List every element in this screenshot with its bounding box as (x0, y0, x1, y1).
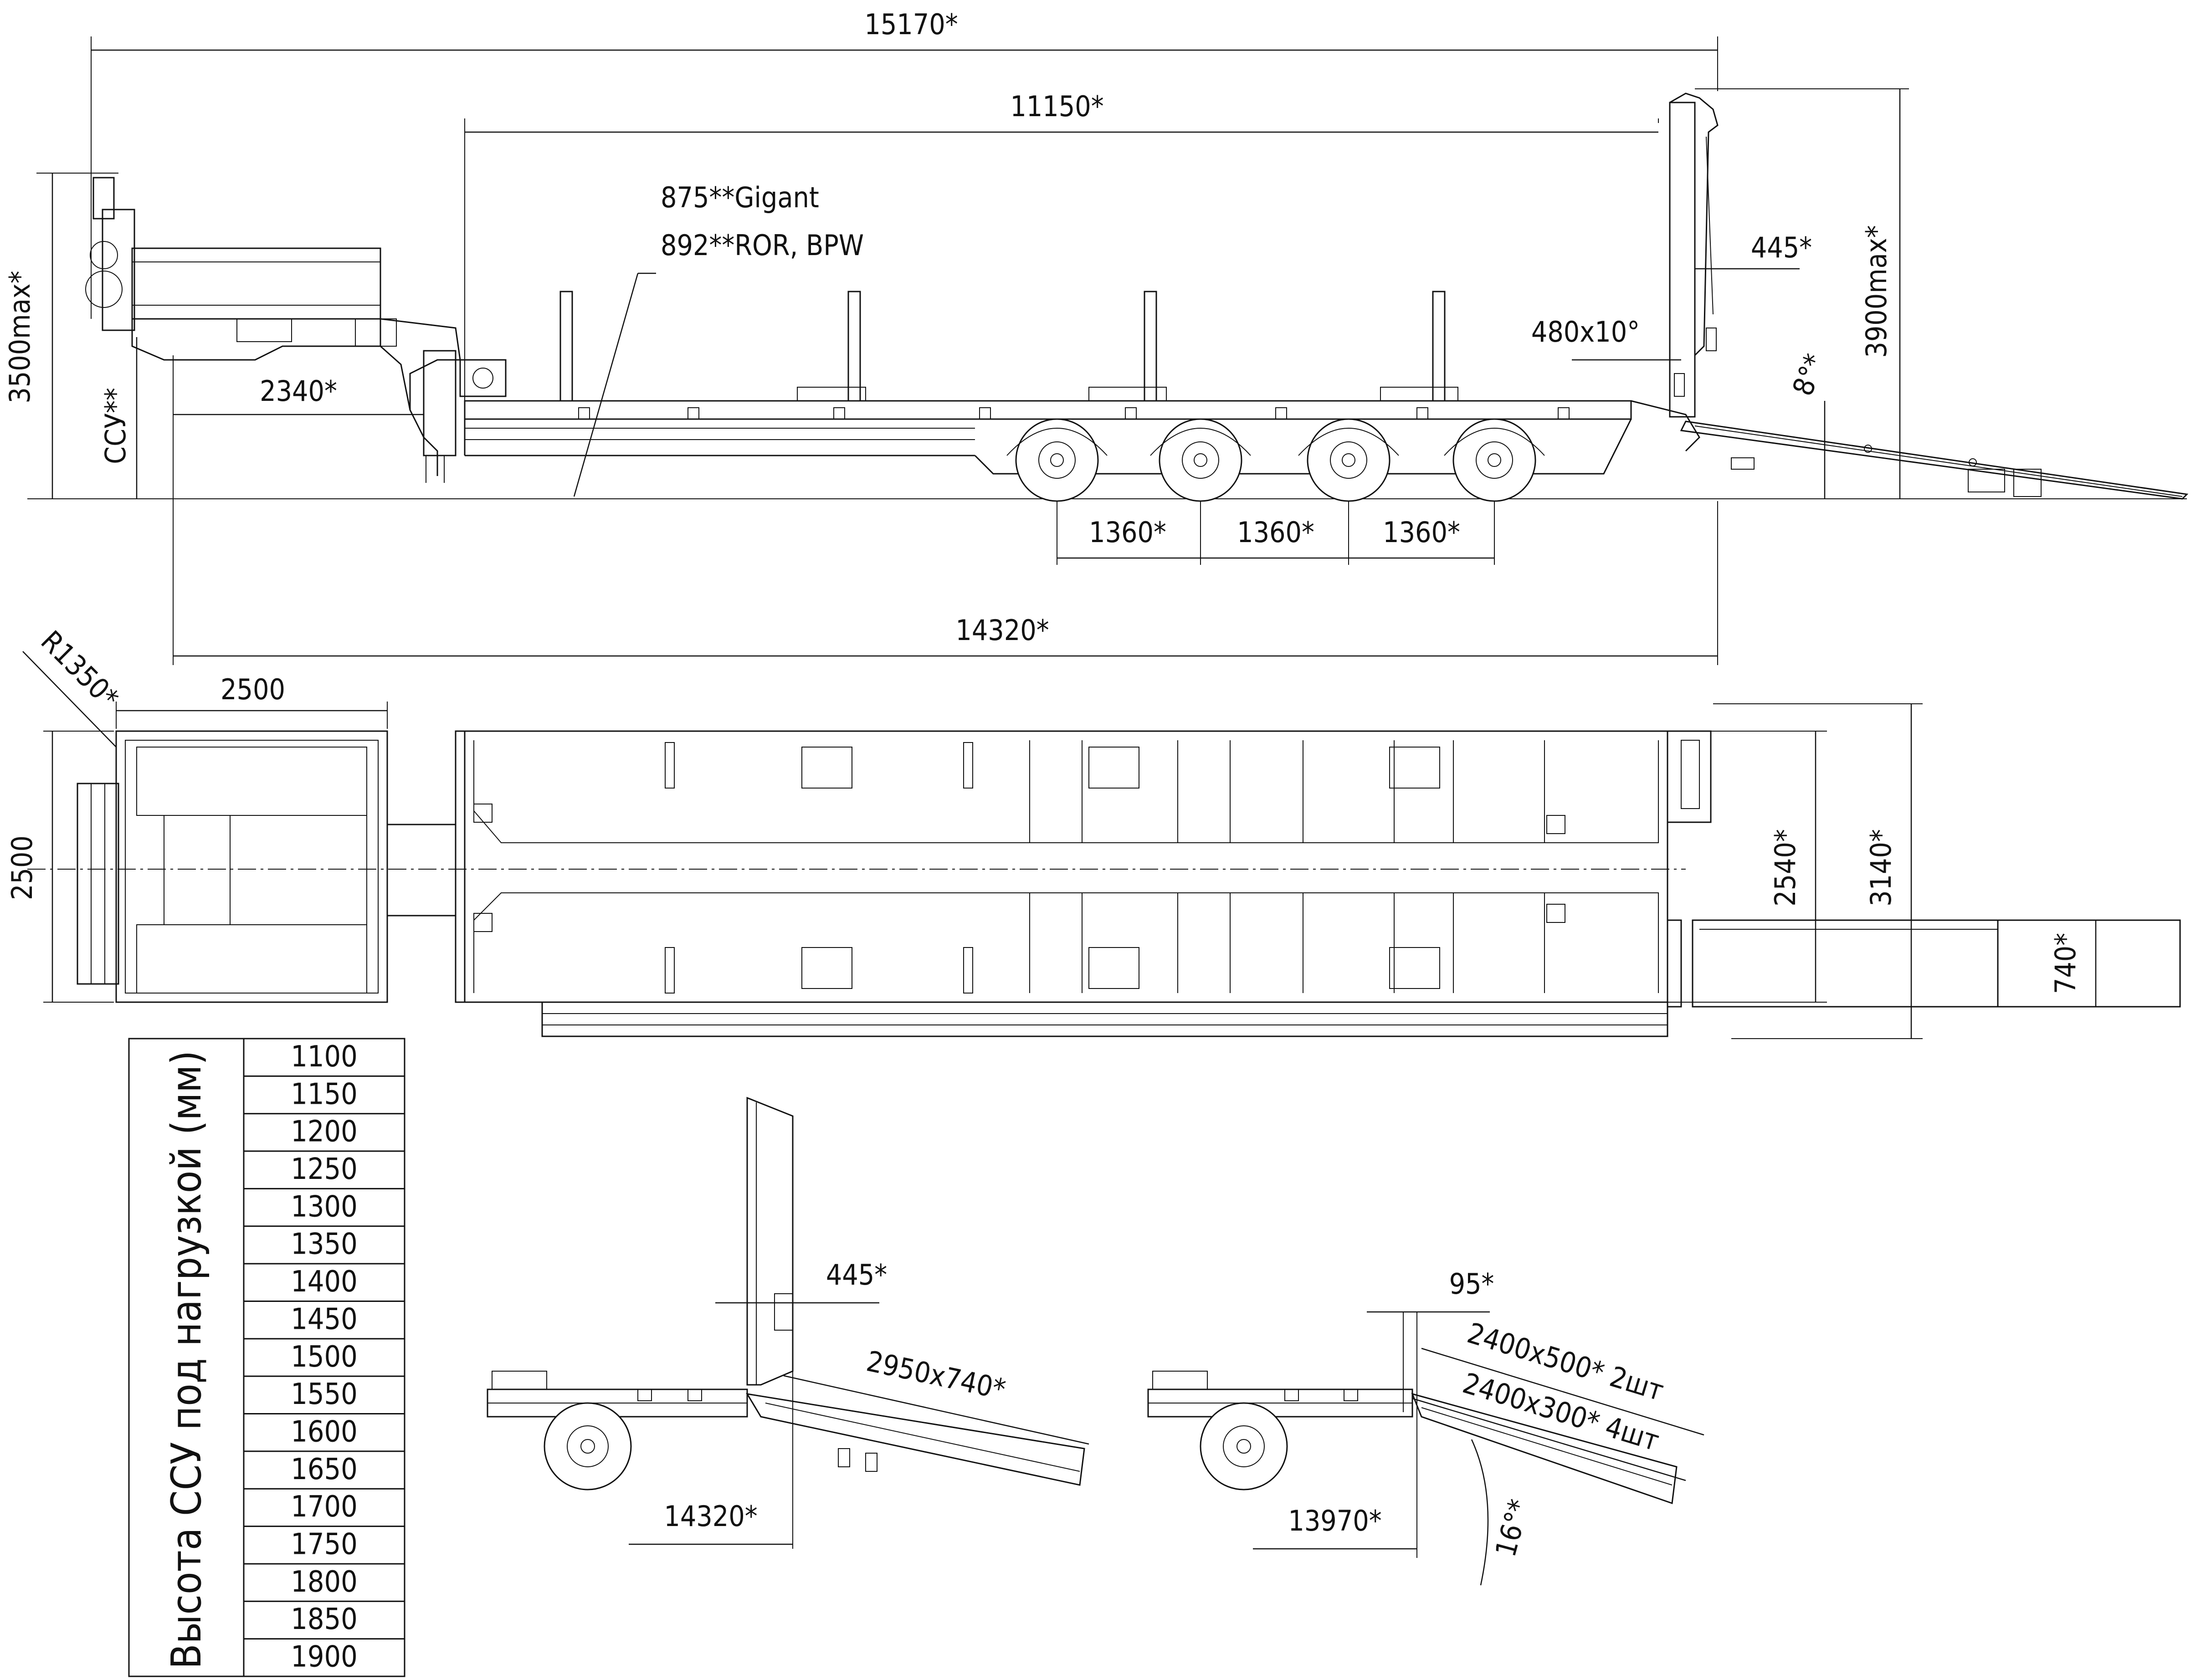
table-frame (128, 1038, 405, 1677)
dim-gooseneck-width: 2500 (5, 835, 39, 900)
dim-axle-spacing-1: 1360* (1089, 516, 1166, 549)
dim-ramp-offset: 445* (1751, 231, 1812, 264)
gooseneck-side (85, 177, 507, 483)
table-row-value: 1200 (291, 1115, 358, 1149)
dim-ramp-section: 480x10° (1531, 315, 1640, 348)
dim-axle-spacing-2: 1360* (1237, 516, 1314, 549)
side-dimensions (36, 36, 1909, 665)
table-header: Высота ССУ под нагрузкой (мм) (163, 1050, 210, 1669)
dim-detail-right-offset: 95* (1449, 1267, 1494, 1301)
table-row-value: 1650 (291, 1453, 358, 1486)
detail-right: 95* 2400x500* 2шт 2400x300* 4шт 13970* 1… (1147, 1267, 1704, 1586)
dim-deck-length: 11150* (1010, 90, 1103, 123)
note-deck-height-ror-bpw: 892**ROR, BPW (661, 229, 864, 262)
table-row-value: 1800 (291, 1565, 358, 1599)
table-row-value: 1300 (291, 1190, 358, 1224)
table-row-value: 1250 (291, 1152, 358, 1186)
dim-kingpin-to-rear: 14320* (955, 614, 1049, 647)
dim-turning-radius: R1350* (35, 624, 125, 715)
table-row-value: 1700 (291, 1490, 358, 1524)
dim-ssu-height: ССУ** (99, 388, 132, 464)
table-row-value: 1450 (291, 1302, 358, 1336)
dim-overall-length: 15170* (864, 8, 958, 41)
dim-height-rear: 3900max* (1860, 225, 1893, 358)
side-wheels (1006, 418, 1545, 502)
plan-dimensions (22, 651, 2109, 1039)
dim-detail-left-ramp-offset: 445* (826, 1258, 887, 1291)
deck-panels (473, 740, 1565, 994)
dim-detail-right-angle: 16°* (1489, 1496, 1536, 1560)
dim-height-front: 3500max* (3, 271, 36, 403)
table-row-value: 1750 (291, 1528, 358, 1562)
dim-axle-spacing-3: 1360* (1383, 516, 1460, 549)
dim-kingpin-offset: 2340* (260, 374, 337, 408)
note-deck-height-gigant: 875**Gigant (661, 181, 819, 214)
table-row-value: 1400 (291, 1265, 358, 1299)
dim-detail-right-length: 13970* (1288, 1504, 1381, 1537)
plan-view: R1350* 2500 2500 2540* 3140* 740* (5, 624, 2181, 1039)
table-row-value: 1550 (291, 1378, 358, 1411)
detail-left: 445* 2950x740* 14320* (487, 1096, 1089, 1549)
table-row-value: 1100 (291, 1040, 358, 1074)
side-view: 15170* 11150* 875**Gigant 892**ROR, BPW … (3, 8, 2189, 665)
table-row-value: 1850 (291, 1603, 358, 1636)
dim-detail-left-ramp-size: 2950x740* (864, 1344, 1009, 1406)
table-row-value: 1600 (291, 1415, 358, 1449)
dim-ramp-angle: 8°* (1786, 349, 1832, 400)
height-table: 1100115012001250130013501400145015001550… (128, 1038, 405, 1677)
dim-detail-left-length: 14320* (664, 1500, 757, 1533)
table-row-value: 1900 (291, 1640, 358, 1674)
table-row-value: 1150 (291, 1077, 358, 1111)
table-row-value: 1350 (291, 1228, 358, 1261)
main-deck-side (464, 92, 2189, 500)
dim-ramp-plate-width: 740* (2049, 933, 2082, 994)
dim-gooseneck-length: 2500 (221, 673, 285, 706)
dim-overall-width: 3140* (1864, 829, 1898, 907)
table-row-value: 1500 (291, 1340, 358, 1374)
dim-ramp-width-rear: 2540* (1769, 829, 1802, 907)
